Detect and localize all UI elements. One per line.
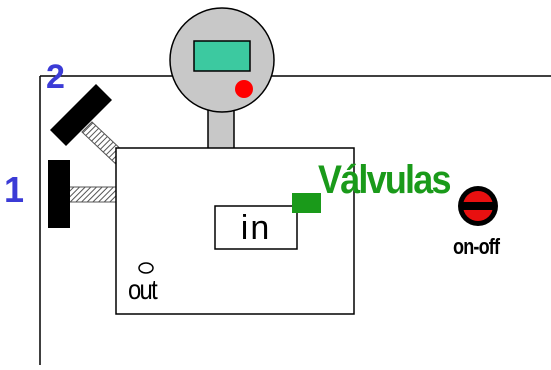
outlet-label: out (128, 274, 158, 305)
outlet-port (138, 262, 154, 274)
gauge-stem (207, 109, 235, 151)
handle-2[interactable] (50, 84, 112, 146)
position-2-label: 2 (46, 58, 65, 96)
on-off-switch-icon[interactable] (458, 186, 498, 226)
inlet-label: in (240, 208, 272, 247)
connector-1 (67, 186, 121, 203)
position-1-label: 1 (4, 169, 25, 210)
gauge-indicator (235, 80, 253, 98)
gauge-display (193, 40, 251, 72)
valves-label: Válvulas (318, 158, 451, 202)
inlet-box (214, 205, 298, 250)
pressure-gauge-icon (169, 7, 275, 113)
handle-1[interactable] (48, 160, 70, 228)
switch-bar (461, 202, 495, 210)
switch-label: on-off (453, 234, 500, 259)
valve-block-icon[interactable] (292, 193, 321, 213)
